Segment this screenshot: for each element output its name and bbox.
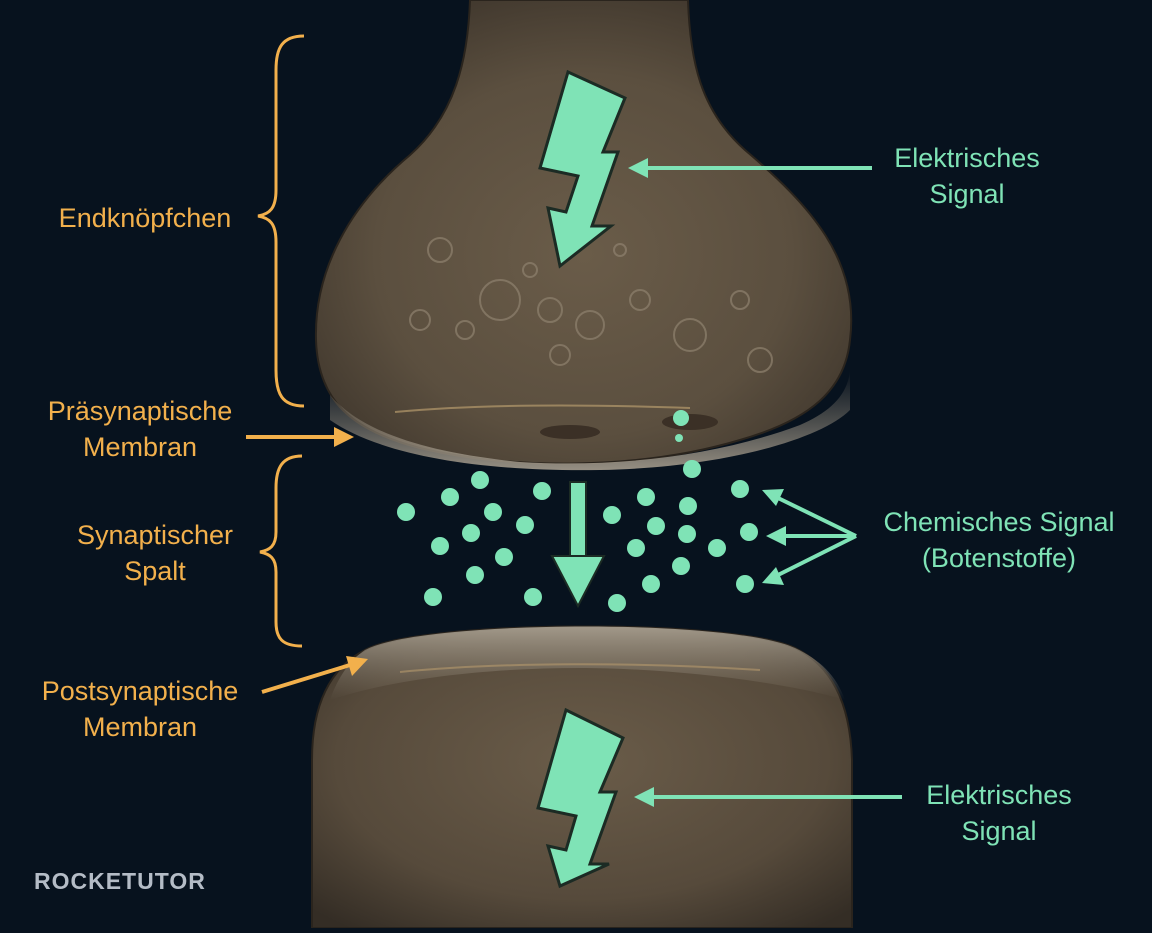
membrane-pore <box>540 425 600 439</box>
brace-synaptic-cleft <box>259 454 303 648</box>
label-chemical-signal: Chemisches Signal (Botenstoffe) <box>883 504 1114 576</box>
lightning-bolt-icon <box>536 707 625 889</box>
label-endknopfchen-text: Endknöpfchen <box>58 203 232 233</box>
arrows-chemical-signal <box>762 489 857 585</box>
brand-logo: ROCKETUTOR <box>34 868 206 894</box>
down-arrow-icon <box>550 481 606 609</box>
label-presynaptic-membrane: Präsynaptische Membran <box>48 393 233 465</box>
arrow-postsynaptic-membrane <box>261 656 368 694</box>
neurotransmitter-dots <box>397 410 758 612</box>
presynaptic-membrane-line <box>394 404 691 413</box>
label-electrical-bottom-line2: Signal <box>961 816 1037 846</box>
label-electrical-top-line2: Signal <box>929 179 1005 209</box>
label-presynaptic-line1: Präsynaptische <box>47 396 233 426</box>
brace-endknopfchen <box>257 34 305 408</box>
label-electrical-bottom-line1: Elektrisches <box>926 780 1072 810</box>
membrane-pore <box>662 414 718 430</box>
label-chemical-line2: (Botenstoffe) <box>921 543 1077 573</box>
arrow-presynaptic-membrane <box>246 427 354 447</box>
label-cleft-line1: Synaptischer <box>76 520 234 550</box>
label-postsynaptic-line1: Postsynaptische <box>41 676 239 706</box>
label-postsynaptic-line2: Membran <box>82 712 198 742</box>
vesicles <box>409 237 773 373</box>
lightning-bolt-icon <box>538 69 627 269</box>
label-endknopfchen: Endknöpfchen <box>59 200 232 236</box>
label-electrical-signal-bottom: Elektrisches Signal <box>926 777 1072 849</box>
label-cleft-line2: Spalt <box>124 556 186 586</box>
arrow-electrical-signal-bottom <box>634 787 902 807</box>
label-presynaptic-line2: Membran <box>82 432 198 462</box>
label-postsynaptic-membrane: Postsynaptische Membran <box>42 673 239 745</box>
label-electrical-signal-top: Elektrisches Signal <box>894 140 1040 212</box>
arrow-electrical-signal-top <box>628 158 872 178</box>
postsynaptic-membrane-line <box>399 663 761 673</box>
label-electrical-top-line1: Elektrisches <box>894 143 1040 173</box>
label-synaptic-cleft: Synaptischer Spalt <box>77 517 233 589</box>
label-chemical-line1: Chemisches Signal <box>883 507 1115 537</box>
